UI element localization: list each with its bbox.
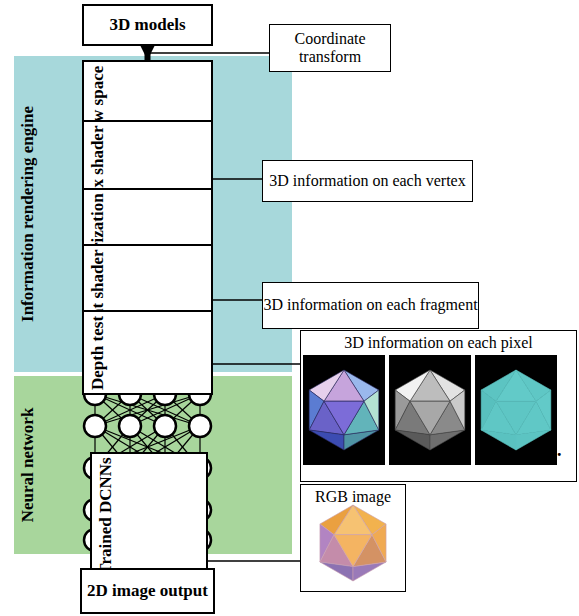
node-text: 3D information on each vertex [269, 172, 465, 190]
icosahedron [395, 370, 465, 450]
node-text: 3D information on each pixel [344, 334, 532, 352]
leader-line [150, 52, 275, 54]
image-ground [389, 355, 471, 465]
neuron [84, 415, 106, 437]
network-link [95, 394, 200, 426]
facet [395, 430, 430, 450]
node-text: 2D image output [87, 581, 208, 601]
node-text: Coordinate transform [270, 30, 390, 67]
input-box: 3D models [82, 4, 213, 46]
icosahedron [309, 370, 379, 450]
node-text: 3D information on each fragment [263, 296, 477, 314]
node-text: RGB image [315, 488, 391, 506]
image-ground [303, 355, 385, 465]
node-text: 3D models [109, 15, 185, 35]
facet [334, 535, 372, 567]
facet [372, 524, 386, 562]
band-heading: Information rendering engine [18, 106, 38, 322]
callout-box: Coordinate transform [269, 24, 391, 72]
facet [496, 401, 536, 435]
callout-box: 3D information on each vertex [262, 160, 473, 202]
network-band: Neural networkTrained DCNNs [14, 376, 292, 554]
facet [324, 401, 364, 435]
ellipsis-label: ... [548, 440, 562, 461]
facet [309, 430, 344, 450]
facet [450, 390, 465, 430]
band-heading: Neural network [18, 408, 38, 523]
network-box: Trained DCNNs [90, 452, 208, 580]
engine-band: Information rendering engineVertices in … [14, 56, 292, 372]
image-ground [475, 355, 557, 465]
process-box: Depth test [82, 310, 213, 395]
callout-box: 3D information on each fragment [262, 282, 479, 329]
node-text: Depth test [88, 315, 108, 389]
facet [410, 401, 450, 435]
icosahedron [320, 505, 386, 581]
facet [364, 390, 379, 430]
facet [320, 562, 353, 581]
neuron [154, 415, 176, 437]
output-box: 2D image output [80, 568, 215, 614]
node-text: Trained DCNNs [96, 457, 116, 574]
icosahedron [481, 370, 551, 450]
pixel-image-grounds [303, 355, 557, 465]
facet [481, 430, 516, 450]
neuron [119, 415, 141, 437]
icosahedron-images [309, 370, 551, 581]
image-callout: 3D information on each pixel [300, 330, 577, 482]
facet [536, 390, 551, 430]
image-callout: RGB image [300, 484, 406, 592]
network-link [95, 394, 200, 426]
flow-arrow [145, 46, 151, 60]
neuron [189, 415, 211, 437]
